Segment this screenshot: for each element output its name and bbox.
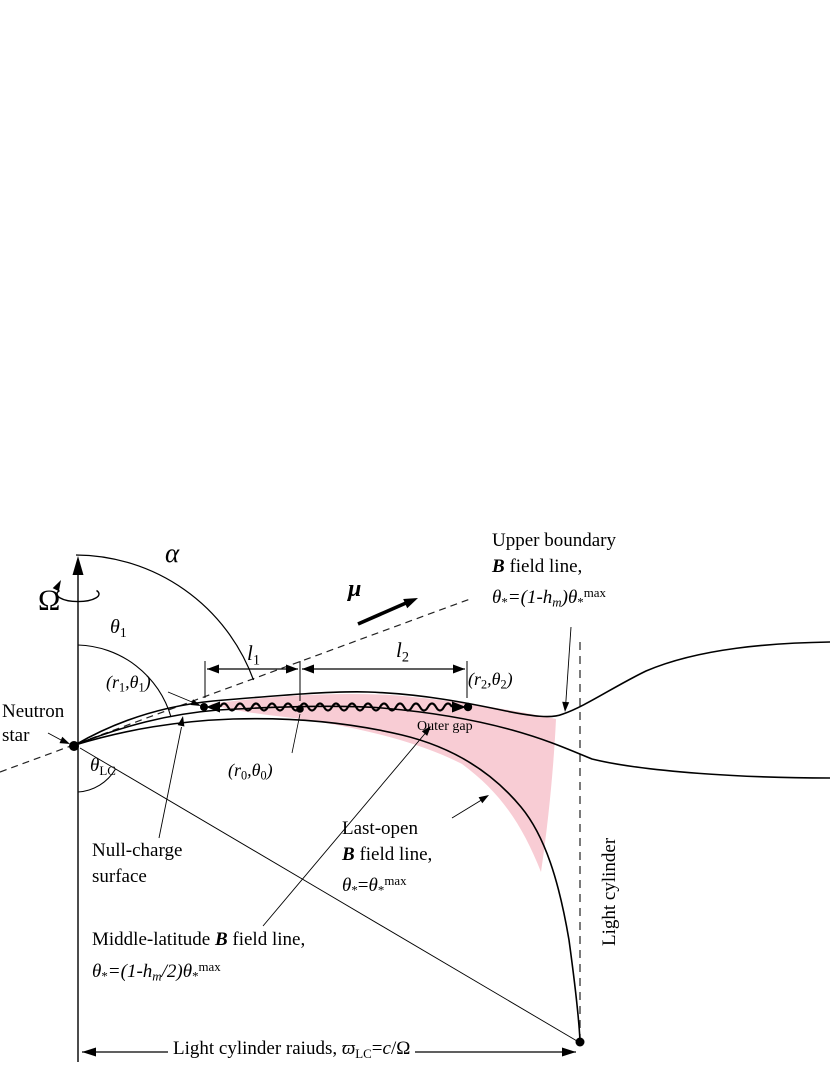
last-open-label-line1: Last-open [342,818,418,839]
r0-dot [296,705,304,713]
null-charge-label-line1: Null-charge [92,840,183,861]
omega-label: Ω [38,584,61,617]
mu-label: μ [348,576,362,602]
outer-gap-region [210,694,556,872]
alpha-label: α [165,538,180,568]
theta-lc-arc [77,768,116,793]
rotation-axis-arrowhead [72,556,84,575]
upper-boundary-pointer [562,626,572,712]
r2-dot [463,702,473,712]
rotation-axis [72,556,84,1062]
mu-arrow [357,598,418,626]
theta-lc-label: θLC [90,755,116,778]
r0-theta0-label: (r0,θ0) [228,760,273,783]
middle-latitude-field-line [74,705,830,779]
middle-latitude-label-eq: θ*=(1-hm/2)θ*max [92,959,221,984]
r1-pointer [167,691,201,706]
r0-pointer [291,713,301,754]
middle-latitude-label-line1: Middle-latitude B field line, [92,929,306,950]
last-open-pointer [451,795,489,819]
r2-theta2-label: (r2,θ2) [468,669,513,692]
dimension-ticks [204,661,468,701]
light-cylinder-radius-label: Light cylinder raiuds, ϖLC=c/Ω [168,1037,416,1063]
r1-theta1-label: (r1,θ1) [106,672,151,695]
null-charge-label-line2: surface [92,866,147,887]
upper-boundary-label: Upper boundary B field line, θ*=(1-hm)θ*… [492,528,616,616]
l1-label: l1 [247,641,260,669]
star-to-lc-line [79,747,578,1042]
upper-boundary-field-line [74,641,830,746]
neutron-star-pointer [47,732,70,744]
null-charge-label: Null-charge surface [92,838,182,890]
upper-boundary-label-eq: θ*=(1-hm)θ*max [492,585,606,610]
last-open-label-line2: B field line, [342,844,433,865]
theta1-label: θ1 [110,616,127,641]
theta1-arc [77,644,172,718]
neutron-star-dot [69,741,79,751]
alpha-arc [75,554,255,681]
last-open-label-eq: θ*=θ*max [342,873,407,898]
last-open-field-line [74,717,581,1042]
middle-latitude-label: Middle-latitude B field line, θ*=(1-hm/2… [92,926,305,990]
middle-latitude-pointer [262,726,431,927]
upper-boundary-label-line1: Upper boundary [492,530,616,551]
neutron-star-label: Neutron star [2,700,64,748]
light-cylinder-label: Light cylinder [599,837,620,946]
l1-dimension [207,664,298,674]
neutron-star-label-line1: Neutron [2,701,65,722]
neutron-star-label-line2: star [2,725,30,746]
gap-wavy-arrow [206,701,466,713]
rotation-arrow [52,580,100,603]
l2-label: l2 [396,638,409,666]
outer-gap-label: Outer gap [417,719,473,734]
last-open-label: Last-open B field line, θ*=θ*max [342,816,432,904]
l2-dimension [302,664,465,674]
upper-boundary-label-line2: B field line, [492,556,583,577]
null-charge-pointer [158,716,185,839]
lc-foot-dot [575,1037,585,1047]
r1-dot [200,703,208,711]
